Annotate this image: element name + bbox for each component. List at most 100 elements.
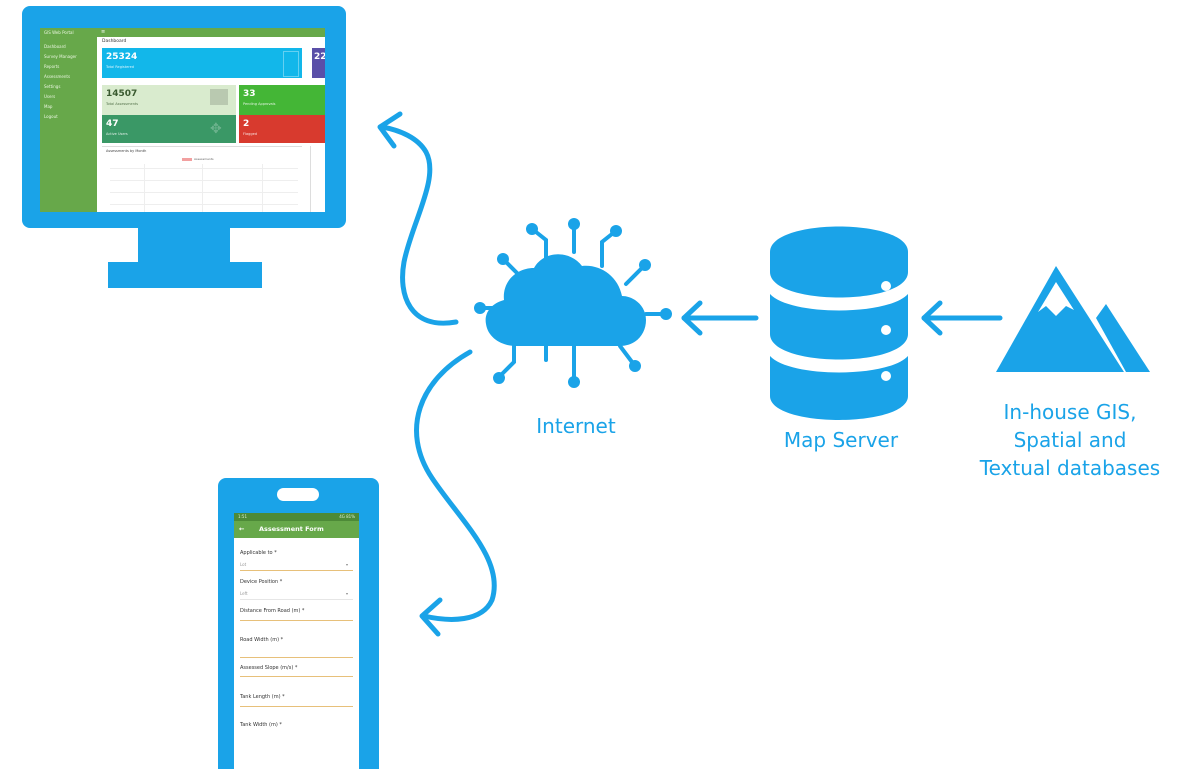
stat-label: Pending Approvals bbox=[243, 102, 276, 106]
breadcrumb: Dashboard bbox=[102, 39, 127, 44]
circuit-node bbox=[629, 360, 641, 372]
chart-gridline bbox=[110, 192, 298, 193]
move-icon: ✥ bbox=[210, 121, 222, 137]
circuit-line bbox=[504, 260, 522, 278]
phone-app-bar: ← Assessment Form bbox=[234, 521, 359, 538]
stat-value: 2 bbox=[243, 119, 250, 129]
chart-gridline bbox=[110, 168, 298, 169]
circuit-node bbox=[526, 223, 538, 235]
stat-tile[interactable]: 2 Flagged bbox=[239, 115, 325, 143]
db-middle bbox=[770, 294, 908, 360]
mountain-snow bbox=[1038, 282, 1074, 316]
sidebar-item[interactable]: Map bbox=[44, 104, 53, 109]
sidebar-item[interactable]: Dashboard bbox=[44, 44, 66, 49]
cloud-shape bbox=[485, 254, 646, 346]
chart-gridline bbox=[110, 180, 298, 181]
form-field-label: Distance From Road (m) * bbox=[240, 608, 305, 614]
sidebar-item[interactable]: Reports bbox=[44, 64, 60, 69]
phone-speaker bbox=[277, 488, 319, 501]
dashboard-sidebar: GIS Web Portal Dashboard Survey Manager … bbox=[40, 28, 97, 212]
dashboard-logo: GIS Web Portal bbox=[44, 30, 74, 35]
gis-label-line: Spatial and bbox=[1013, 428, 1127, 452]
map-server-label: Map Server bbox=[783, 428, 899, 452]
sidebar-item[interactable]: Survey Manager bbox=[44, 54, 77, 59]
stat-value: 22 bbox=[314, 52, 325, 62]
form-field-underline[interactable] bbox=[240, 706, 353, 707]
internet-label: Internet bbox=[536, 414, 616, 438]
form-field-underline[interactable] bbox=[240, 676, 353, 677]
stat-tile[interactable]: 47 Active Users ✥ bbox=[102, 115, 236, 143]
mountain-icon bbox=[996, 266, 1150, 372]
circuit-node bbox=[610, 225, 622, 237]
tile-icon bbox=[283, 51, 299, 77]
form-field-label: Applicable to * bbox=[240, 550, 277, 556]
arrow-icon bbox=[921, 300, 943, 336]
arrow-icon bbox=[681, 300, 703, 336]
dropdown-icon[interactable]: ▾ bbox=[346, 562, 349, 567]
stat-label: Active Users bbox=[106, 132, 128, 136]
side-panel bbox=[310, 146, 325, 212]
gis-label-line: In-house GIS, bbox=[1003, 400, 1137, 424]
form-field-label: Tank Width (m) * bbox=[240, 722, 282, 728]
stat-value: 25324 bbox=[106, 52, 138, 62]
chart-gridline bbox=[144, 164, 145, 212]
stat-tile[interactable]: 33 Pending Approvals bbox=[239, 85, 325, 115]
sidebar-item[interactable]: Users bbox=[44, 94, 56, 99]
circuit-line bbox=[534, 230, 548, 264]
dashboard-topbar: ≡ bbox=[97, 28, 325, 37]
form-field-label: Road Width (m) * bbox=[240, 637, 284, 643]
db-light bbox=[881, 325, 891, 335]
monitor-base bbox=[108, 262, 262, 288]
form-field-value[interactable]: Lot bbox=[240, 562, 247, 567]
circuit-node bbox=[493, 372, 505, 384]
stat-tile[interactable]: 14507 Total Assessments bbox=[102, 85, 236, 115]
dropdown-icon[interactable]: ▾ bbox=[346, 591, 349, 596]
stat-tile[interactable]: 25324 Total Registered bbox=[102, 48, 302, 78]
circuit-node bbox=[660, 308, 672, 320]
connector-to-phone bbox=[414, 349, 497, 622]
gis-label: In-house GIS, Spatial and Textual databa… bbox=[950, 398, 1190, 482]
back-arrow-icon[interactable]: ← bbox=[239, 525, 245, 533]
db-light bbox=[881, 281, 891, 291]
stat-value: 14507 bbox=[106, 89, 138, 99]
stat-value: 47 bbox=[106, 119, 119, 129]
sidebar-item[interactable]: Logout bbox=[44, 114, 58, 119]
mountain-small bbox=[1096, 304, 1150, 372]
arrow-icon bbox=[377, 111, 403, 149]
chart-legend-label: Assessments bbox=[194, 157, 214, 161]
db-bottom bbox=[770, 356, 908, 420]
form-field-underline[interactable] bbox=[240, 657, 353, 658]
stat-tile[interactable]: 22 bbox=[312, 48, 325, 78]
database-server-icon bbox=[770, 226, 908, 420]
stat-label: Total Registered bbox=[106, 65, 134, 69]
circuit-line bbox=[600, 232, 614, 268]
circuit-line bbox=[624, 266, 644, 286]
form-field-underline[interactable] bbox=[240, 620, 353, 621]
connector-to-monitor bbox=[379, 124, 459, 326]
chart-gridline bbox=[110, 204, 298, 205]
status-time: 1:51 bbox=[238, 514, 247, 519]
sidebar-item[interactable]: Settings bbox=[44, 84, 61, 89]
chart-gridline bbox=[202, 164, 203, 212]
chart-title: Assessments by Month bbox=[106, 149, 147, 153]
sidebar-item[interactable]: Assessments bbox=[44, 74, 71, 79]
form-field-value[interactable]: Left bbox=[240, 591, 248, 596]
stat-value: 33 bbox=[243, 89, 256, 99]
monitor-screen: GIS Web Portal Dashboard Survey Manager … bbox=[40, 28, 325, 212]
phone-status-bar: 1:51 4G 81% bbox=[234, 513, 359, 521]
circuit-node bbox=[497, 253, 509, 265]
form-field-underline bbox=[240, 599, 353, 600]
circuit-node bbox=[568, 376, 580, 388]
arrow-icon bbox=[419, 597, 443, 637]
circuit-line bbox=[618, 344, 634, 364]
circuit-node bbox=[639, 259, 651, 271]
form-field-label: Device Position * bbox=[240, 579, 283, 585]
mountain-large bbox=[996, 266, 1124, 372]
tile-icon bbox=[210, 89, 228, 105]
gis-label-line: Textual databases bbox=[979, 456, 1161, 480]
status-indicators: 4G 81% bbox=[339, 514, 355, 519]
phone-screen: 1:51 4G 81% ← Assessment Form Applicable… bbox=[234, 513, 359, 769]
stat-label: Flagged bbox=[243, 132, 257, 136]
circuit-node bbox=[568, 218, 580, 230]
